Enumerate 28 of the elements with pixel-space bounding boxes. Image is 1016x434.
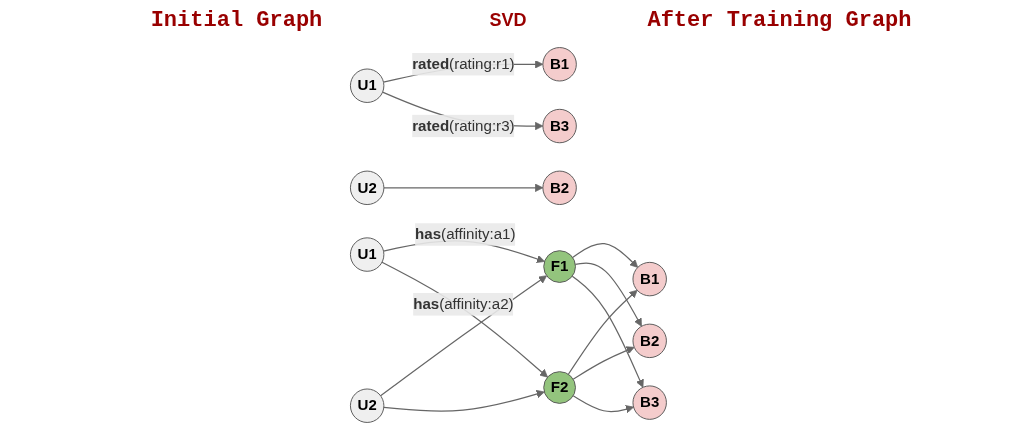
transform-label: SVD (489, 9, 527, 31)
arrow (572, 346, 635, 380)
arrow (567, 289, 638, 375)
node-circle: B3 (632, 385, 667, 420)
arrow (574, 262, 642, 327)
node-circle: U1 (349, 68, 384, 103)
graph-heading: Initial Graph (149, 7, 324, 33)
node-circle: U2 (349, 388, 384, 423)
graph-heading: After Training Graph (646, 7, 913, 33)
edge-label: has(affinity:a2) (412, 295, 514, 312)
node-circle: B3 (542, 108, 577, 144)
arrow (571, 275, 644, 388)
node-circle: B2 (632, 323, 667, 359)
arrow (382, 183, 543, 192)
edge-label: has(affinity:a1) (414, 225, 516, 242)
node-circle: F2 (542, 371, 576, 404)
arrow (382, 390, 545, 412)
node-circle: B1 (542, 47, 577, 82)
node-circle: U1 (349, 237, 384, 272)
node-circle: F1 (542, 250, 576, 283)
edge-label: rated(rating:r3) (411, 117, 515, 134)
node-circle: B2 (542, 170, 577, 205)
arrow (571, 242, 638, 268)
arrow (572, 395, 634, 414)
node-circle: B1 (632, 261, 667, 297)
edge-label: rated(rating:r1) (411, 55, 515, 72)
node-circle: U2 (349, 170, 384, 205)
arrow (380, 261, 548, 378)
